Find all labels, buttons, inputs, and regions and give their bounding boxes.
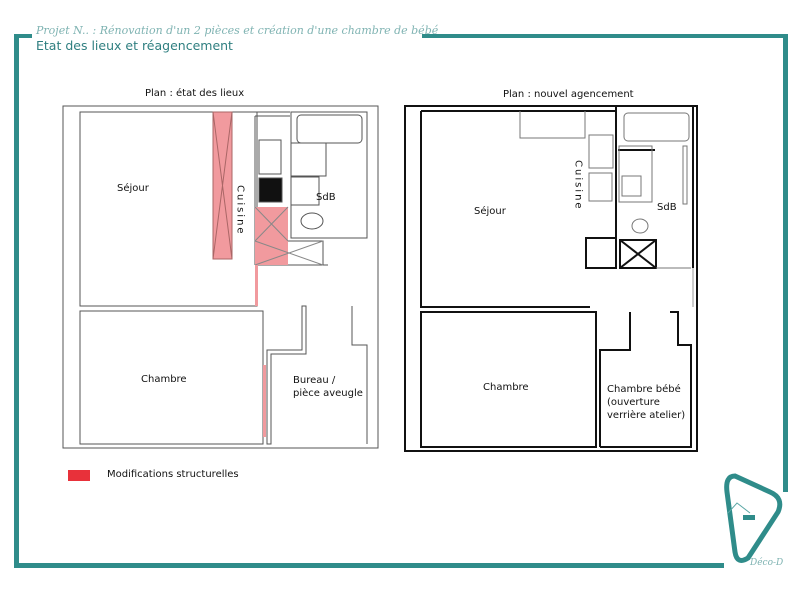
room-sejour xyxy=(420,110,616,308)
after-bebe-label-2: (ouverture xyxy=(607,397,660,408)
stove xyxy=(258,139,282,175)
plan-after-title: Plan : nouvel agencement xyxy=(503,89,634,100)
after-cuisine-label: Cuisine xyxy=(573,160,584,211)
frame-top-left xyxy=(14,34,32,38)
bathtub xyxy=(623,112,690,142)
before-chambre-label: Chambre xyxy=(141,374,187,385)
frame-bottom xyxy=(14,563,724,568)
room-bureau xyxy=(266,305,368,445)
shower xyxy=(619,239,657,269)
after-sdb-label: SdB xyxy=(657,202,677,213)
after-bebe-label-3: verrière atelier) xyxy=(607,409,685,421)
modified-wall-2 xyxy=(263,365,266,437)
after-bebe-label-1: Chambre bébé xyxy=(607,383,681,395)
radiator xyxy=(682,145,688,205)
plan-before-title: Plan : état des lieux xyxy=(145,88,245,99)
before-bureau-label-2: pièce aveugle xyxy=(293,387,363,399)
before-bureau-label-1: Bureau / xyxy=(293,375,336,386)
after-sejour-label: Séjour xyxy=(474,205,507,217)
room-sdb xyxy=(290,111,368,239)
legend-label: Modifications structurelles xyxy=(107,469,239,480)
page-subtitle: Etat des lieux et réagencement xyxy=(36,38,233,53)
project-title: Projet N.. : Rénovation d'un 2 pièces et… xyxy=(36,24,439,37)
modified-wall-1 xyxy=(255,265,258,306)
before-sdb-label: SdB xyxy=(316,192,336,203)
plan-after xyxy=(404,105,698,452)
kitchen-unit xyxy=(585,237,617,269)
toilet xyxy=(631,218,649,234)
frame-right xyxy=(783,34,788,492)
legend-swatch xyxy=(68,470,90,481)
toilet xyxy=(300,212,324,230)
logo-text: Déco-D xyxy=(750,558,784,568)
bathtub xyxy=(296,114,363,144)
room-bebe xyxy=(599,311,692,448)
after-chambre-label: Chambre xyxy=(483,382,529,393)
before-cuisine-label: Cuisine xyxy=(235,185,246,236)
frame-left xyxy=(14,34,19,568)
deco-d-logo xyxy=(724,473,783,563)
hob xyxy=(258,177,283,203)
room-chambre xyxy=(420,311,597,448)
frame-top-right xyxy=(422,34,788,38)
washbasin xyxy=(290,176,320,206)
plan-before xyxy=(62,105,379,449)
before-sejour-label: Séjour xyxy=(117,182,150,194)
washbasin xyxy=(621,175,642,197)
